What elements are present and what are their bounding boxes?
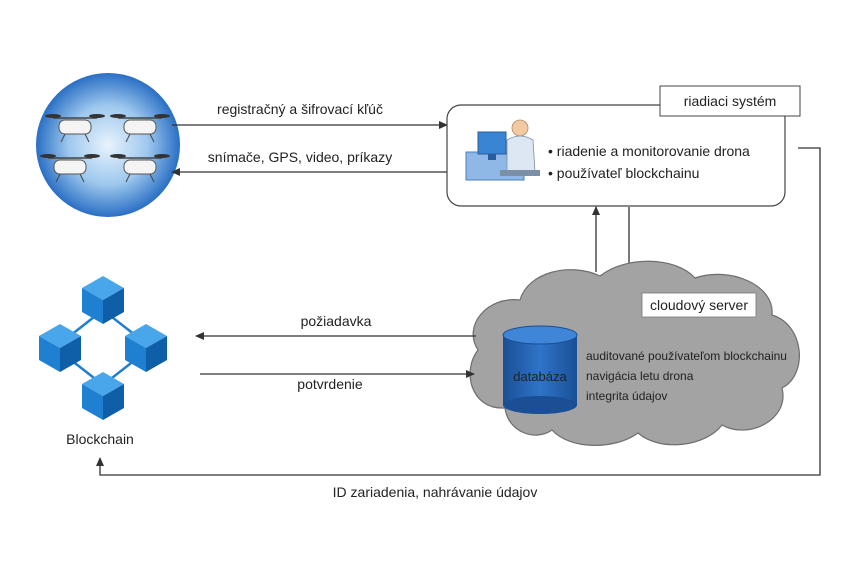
device-id-arrow: [96, 147, 821, 476]
drone-icon: [45, 114, 105, 143]
drone-icon: [40, 154, 100, 183]
cube-icon: [82, 372, 124, 420]
control-system-item: • používateľ blockchainu: [548, 165, 699, 181]
cloud-server: cloudový server databáza auditované použ…: [469, 260, 800, 446]
drone-icon: [110, 114, 170, 143]
cube-icon: [39, 324, 81, 372]
cube-icon: [82, 276, 124, 324]
control-system-title: riadiaci systém: [684, 93, 777, 109]
cloud-server-title: cloudový server: [650, 297, 748, 313]
blockchain-label: Blockchain: [66, 431, 134, 447]
blockchain-icon: [39, 276, 167, 420]
sensors-label: snímače, GPS, video, príkazy: [208, 149, 392, 165]
operator-icon: [465, 119, 540, 181]
registration-key-label: registračný a šifrovací kľúč: [217, 101, 383, 117]
drone-icon: [110, 154, 170, 183]
cloud-server-title-box: [641, 292, 757, 318]
database-icon: [502, 325, 578, 414]
drone-fleet: [36, 73, 180, 217]
confirmation-label: potvrdenie: [297, 376, 363, 392]
control-system-box: riadiaci systém • riadenie a monitorovan…: [446, 85, 801, 207]
control-system-item: • riadenie a monitorovanie drona: [548, 143, 750, 159]
control-system-title-box: [659, 85, 801, 117]
device-id-label: ID zariadenia, nahrávanie údajov: [333, 484, 538, 500]
request-label: požiadavka: [301, 313, 372, 329]
cloud-server-item: integrita údajov: [586, 389, 667, 403]
cloud-server-item: auditované používateľom blockchainu: [586, 349, 787, 363]
database-label: databáza: [513, 369, 567, 384]
cube-icon: [125, 324, 167, 372]
cloud-server-item: navigácia letu drona: [586, 369, 694, 383]
